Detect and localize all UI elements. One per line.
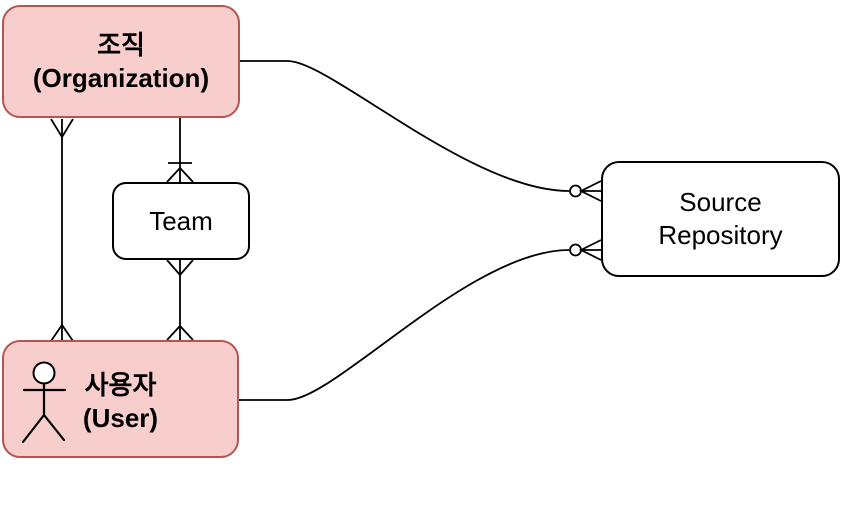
organization-label-korean: 조직 <box>97 29 145 60</box>
user-label-english: (User) <box>82 403 159 433</box>
actor-icon <box>21 361 67 444</box>
organization-label-english: (Organization) <box>32 62 210 93</box>
user-label-korean: 사용자 <box>84 370 157 400</box>
source-repository-label-line2: Repository <box>658 220 783 250</box>
crowsfoot-many-at-team <box>166 259 194 277</box>
crowsfoot-many-at-user <box>50 323 74 342</box>
crowsfoot-many-at-organization <box>50 118 74 139</box>
crowsfoot-many-at-user <box>166 324 194 341</box>
entity-team[interactable]: Team <box>112 182 250 260</box>
crowsfoot-many-at-team <box>166 166 194 183</box>
crowsfoot-many-at-repository <box>578 239 602 261</box>
edge-organization-user[interactable] <box>50 118 74 342</box>
entity-user[interactable]: 사용자 (User) <box>2 340 239 458</box>
entity-organization[interactable]: 조직 (Organization) <box>2 5 240 118</box>
entity-source-repository[interactable]: Source Repository <box>601 161 840 277</box>
edge-organization-team[interactable] <box>166 118 194 183</box>
source-repository-label-line1: Source <box>679 187 762 217</box>
team-label: Team <box>149 205 213 236</box>
edge-organization-source-repository[interactable] <box>240 60 602 202</box>
edge-user-source-repository[interactable] <box>238 239 602 401</box>
edge-team-user[interactable] <box>166 259 194 341</box>
crowsfoot-many-at-repository <box>578 180 602 202</box>
